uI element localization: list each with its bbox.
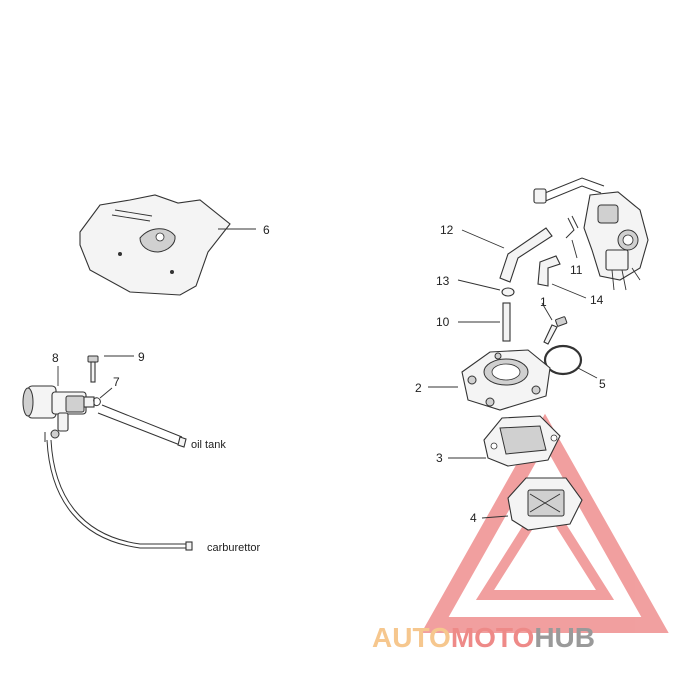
label-oil-tank: oil tank xyxy=(191,439,226,451)
watermark-text: AUTOMOTOHUB xyxy=(372,622,595,653)
watermark-hub: HUB xyxy=(534,622,595,653)
callout-14: 14 xyxy=(590,293,604,307)
part-14-hose xyxy=(537,255,587,299)
part-13-clamp xyxy=(457,279,515,297)
part-11-spring-clip xyxy=(565,215,579,259)
callout-3: 3 xyxy=(436,451,443,465)
hose-to-oil-tank xyxy=(97,404,187,448)
part-2-intake-manifold xyxy=(428,349,551,411)
part-7-clip xyxy=(93,387,113,407)
callout-8: 8 xyxy=(52,351,59,365)
part-3-gasket xyxy=(448,415,561,467)
callout-12: 12 xyxy=(440,223,454,237)
carburettor-assembly xyxy=(533,177,649,291)
hose-to-carburettor xyxy=(44,432,193,551)
watermark-logo xyxy=(421,413,669,633)
part-5-clamp-ring xyxy=(543,344,598,379)
callout-6: 6 xyxy=(263,223,270,237)
part-8-oil-pump xyxy=(22,366,95,439)
part-12-hose xyxy=(461,227,553,283)
watermark-auto: AUTO xyxy=(372,622,451,653)
label-carburettor: carburettor xyxy=(207,542,261,554)
part-1-bolt xyxy=(541,302,568,345)
callout-11: 11 xyxy=(570,263,583,277)
watermark-moto: MOTO xyxy=(451,622,534,653)
callout-7: 7 xyxy=(113,375,120,389)
watermark-triangle xyxy=(421,413,669,633)
part-4-reed-valve xyxy=(481,477,583,531)
part-6-plate xyxy=(79,194,256,296)
callout-4: 4 xyxy=(470,511,477,525)
callout-2: 2 xyxy=(415,381,422,395)
callout-13: 13 xyxy=(436,274,450,288)
callout-numbers: 1 2 3 4 5 6 7 8 9 10 11 12 13 14 xyxy=(52,223,606,525)
callout-9: 9 xyxy=(138,350,145,364)
watermark-inner-triangle xyxy=(475,490,615,600)
part-10-pipe xyxy=(458,302,511,342)
callout-5: 5 xyxy=(599,377,606,391)
part-9-screw xyxy=(87,355,134,383)
callout-10: 10 xyxy=(436,315,450,329)
callout-1: 1 xyxy=(540,295,547,309)
